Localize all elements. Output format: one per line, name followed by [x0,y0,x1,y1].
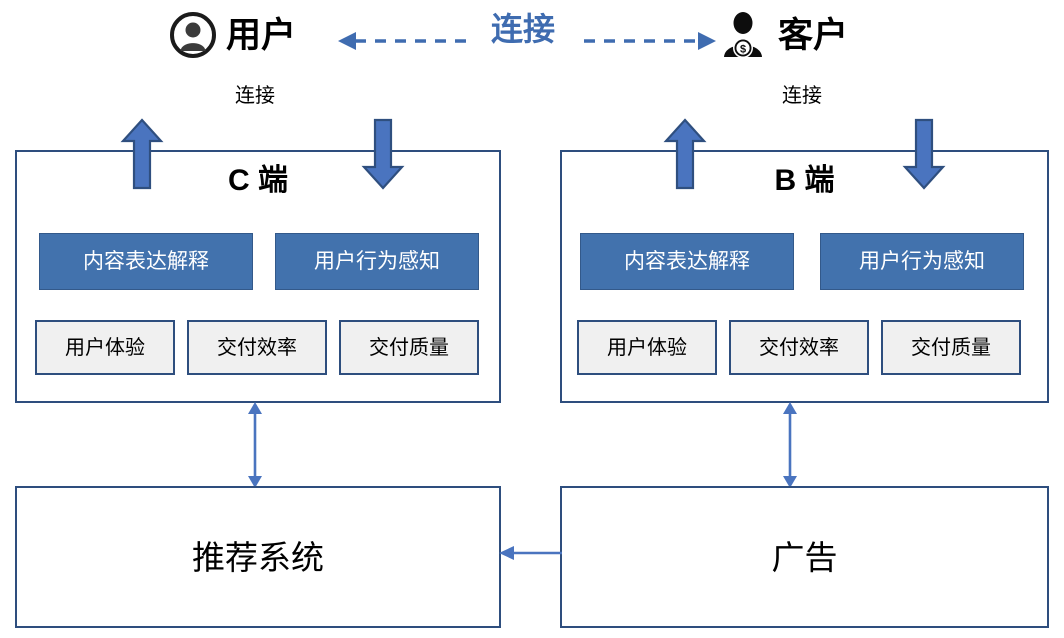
connector-c-to-recommendation [241,401,269,489]
panel-advertising-label: 广告 [771,538,838,576]
panel-c-end-title: C 端 [228,164,288,197]
chip-c-user-behavior[interactable]: 用户行为感知 [275,233,479,290]
panel-recommendation-system[interactable]: 推荐系统 [15,486,501,628]
panel-b-end[interactable]: B 端 内容表达解释 用户行为感知 用户体验 交付效率 交付质量 [560,150,1049,403]
chip-c-delivery-efficiency[interactable]: 交付效率 [187,320,327,375]
block-arrow-up-b [663,118,707,190]
user-avatar-icon [170,12,216,58]
panel-advertising[interactable]: 广告 [560,486,1049,628]
connector-dashed-double-arrow [336,24,718,58]
caption-right-connect: 连接 [782,85,822,107]
chip-b-delivery-quality[interactable]: 交付质量 [881,320,1021,375]
panel-b-end-title: B 端 [774,164,835,197]
panel-c-end[interactable]: C 端 内容表达解释 用户行为感知 用户体验 交付效率 交付质量 [15,150,501,403]
chip-c-content-expression[interactable]: 内容表达解释 [39,233,253,290]
chip-b-delivery-efficiency[interactable]: 交付效率 [729,320,869,375]
customer-money-icon: $ [718,10,768,60]
actor-user: 用户 [170,12,296,58]
connector-label: 连接 [490,11,555,47]
actor-user-label: 用户 [226,15,297,55]
chip-c-delivery-quality[interactable]: 交付质量 [339,320,479,375]
actor-client: $ 客户 [718,10,848,60]
connector-b-to-advertising [776,401,804,489]
svg-text:$: $ [740,44,746,56]
chip-b-user-behavior[interactable]: 用户行为感知 [820,233,1024,290]
block-arrow-down-b [902,118,946,190]
chip-b-user-experience[interactable]: 用户体验 [577,320,717,375]
chip-c-user-experience[interactable]: 用户体验 [35,320,175,375]
actor-client-label: 客户 [778,15,849,55]
block-arrow-up-c [120,118,164,190]
caption-left-connect: 连接 [235,85,275,107]
panel-recommendation-system-label: 推荐系统 [192,538,324,576]
connector-advertising-to-recommendation [498,543,564,563]
chip-b-content-expression[interactable]: 内容表达解释 [580,233,794,290]
block-arrow-down-c [361,118,405,190]
